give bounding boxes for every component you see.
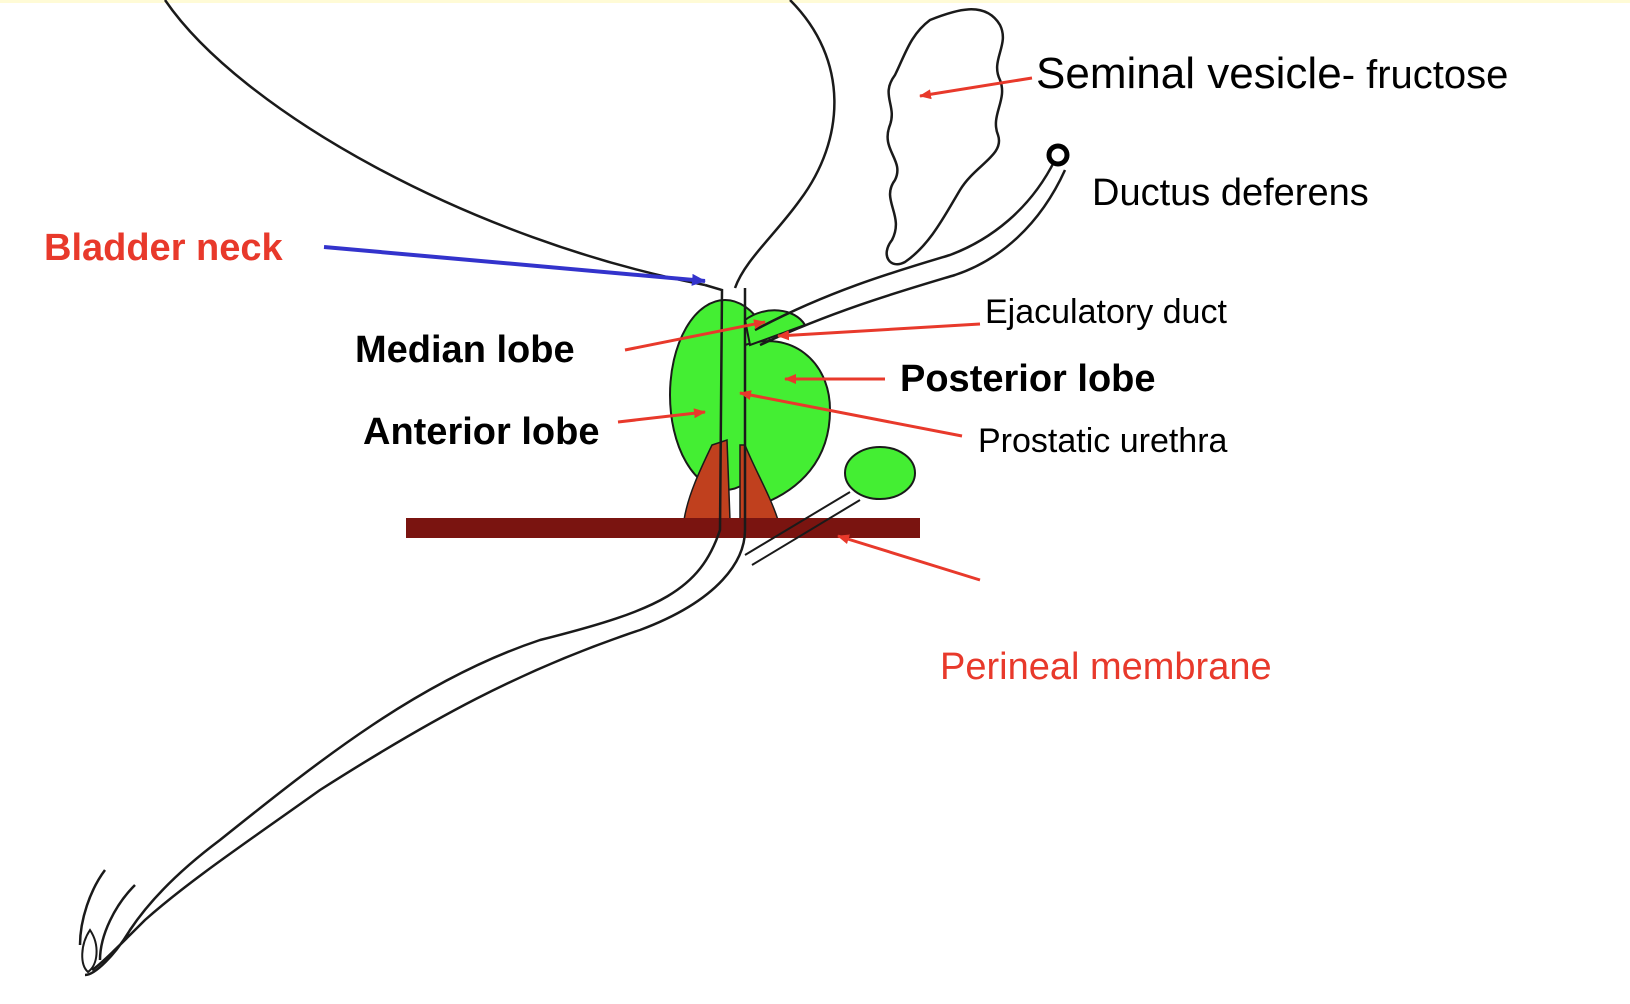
label-posterior-lobe: Posterior lobe (900, 358, 1156, 400)
label-seminal-vesicle-suffix: - fructose (1341, 53, 1509, 97)
ductus-deferens-shape (754, 159, 1067, 347)
label-ejaculatory-duct: Ejaculatory duct (985, 293, 1227, 331)
perineal-membrane-bar (406, 518, 920, 538)
arrow-bladder-neck (323, 245, 706, 286)
urethra-outline (84, 283, 747, 977)
arrow-prostatic-urethra (739, 390, 963, 438)
bulbourethral-gland (844, 446, 916, 500)
arrow-anterior-lobe (617, 408, 706, 424)
seminal-vesicle-shape (885, 8, 1005, 266)
label-median-lobe: Median lobe (355, 329, 575, 371)
bladder-outline (163, 0, 836, 289)
label-bladder-neck: Bladder neck (44, 227, 283, 269)
label-ductus-deferens: Ductus deferens (1092, 172, 1369, 214)
median-lobe-shape (743, 309, 807, 347)
top-edge-line (0, 0, 1630, 3)
label-seminal-vesicle: Seminal vesicle- fructose (1036, 52, 1508, 96)
urethra-tip-wall (78, 869, 136, 961)
arrow-seminal-vesicle (919, 76, 1033, 100)
ductus-deferens-end (1046, 143, 1070, 167)
bulbourethral-duct (744, 491, 861, 566)
label-seminal-vesicle-main: Seminal vesicle (1036, 49, 1342, 98)
arrow-median-lobe (624, 319, 766, 352)
label-prostatic-urethra: Prostatic urethra (978, 422, 1228, 460)
label-anterior-lobe: Anterior lobe (363, 411, 600, 453)
arrow-ejaculatory-duct (777, 322, 981, 341)
urethra-tip (81, 928, 98, 974)
label-perineal-membrane: Perineal membrane (940, 646, 1272, 688)
arrow-perineal-membrane (837, 534, 981, 582)
